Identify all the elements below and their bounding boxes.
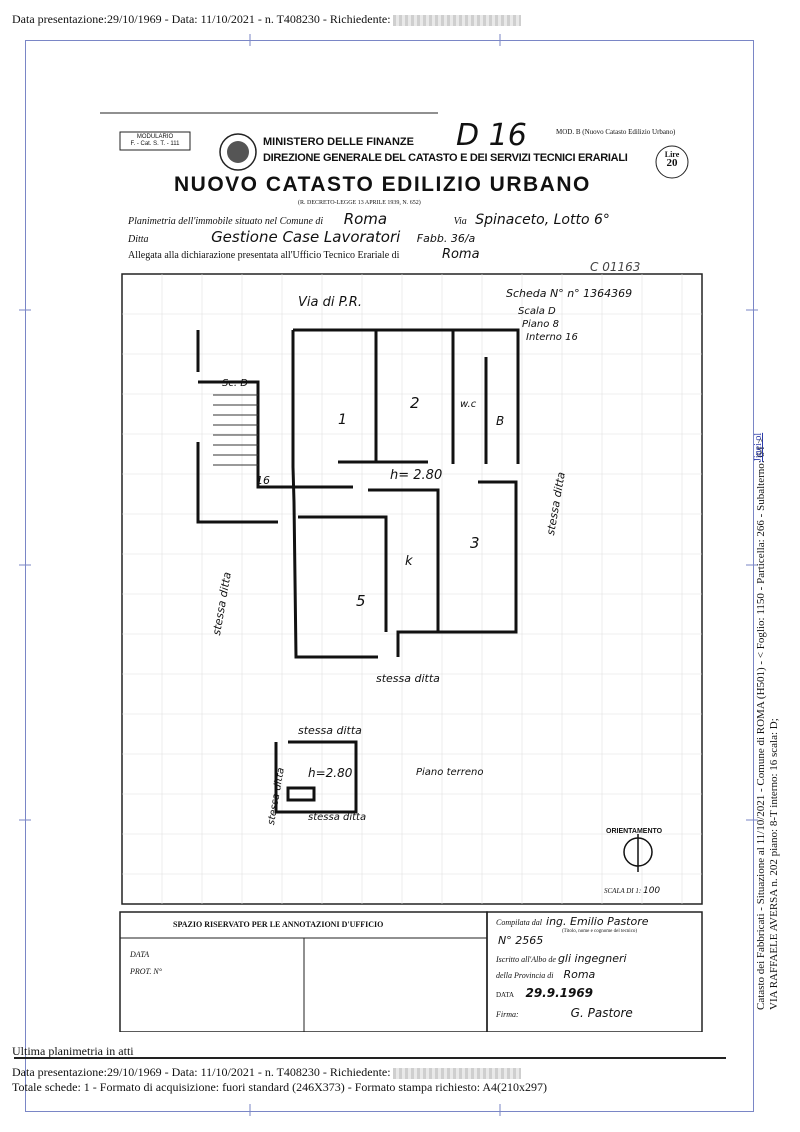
allegata-row: Allegata alla dichiarazione presentata a… <box>128 247 480 262</box>
stair-label: Sc. D <box>222 378 248 389</box>
redacted-requester <box>392 14 521 26</box>
room-wc: w.c <box>460 399 477 410</box>
decree-reference: (R. DECRETO-LEGGE 13 APRILE 1939, N. 652… <box>298 200 421 206</box>
planimetria-row: Planimetria dell'immobile situato nel Co… <box>128 210 610 228</box>
form-graphics <box>100 112 703 1032</box>
room-2: 2 <box>410 394 420 412</box>
title-hint: (Titolo, nome e cognome del tecnico) <box>562 929 638 934</box>
room-b: B <box>496 414 505 428</box>
side-info: Catasto dei Fabbricati - Situazione al 1… <box>755 437 780 1010</box>
redacted-requester-footer <box>392 1067 521 1079</box>
ceiling-height: h= 2.80 <box>390 468 443 483</box>
mod-b-label: MOD. B (Nuovo Catasto Edilizio Urbano) <box>556 128 676 136</box>
room-1: 1 <box>338 412 347 428</box>
handwritten-d16: D 16 <box>456 118 527 153</box>
orientation-label: ORIENTAMENTO <box>606 828 663 835</box>
scale-label: SCALA DI 1: 100 <box>604 886 661 896</box>
room-k: k <box>405 554 413 569</box>
header-top-line: Data presentazione:29/10/1969 - Data: 11… <box>12 12 521 27</box>
neighbour-top-small: stessa ditta <box>298 724 362 737</box>
office-prot-label: PROT. N° <box>130 967 162 976</box>
direction-name: DIREZIONE GENERALE DEL CATASTO E DEI SER… <box>263 152 628 164</box>
apartment-number: 16 <box>256 474 270 487</box>
office-annotations-title: SPAZIO RISERVATO PER LE ANNOTAZIONI D'UF… <box>173 920 384 929</box>
street-label: Via di P.R. <box>298 295 362 310</box>
form-title: NUOVO CATASTO EDILIZIO URBANO <box>174 173 591 196</box>
footer-line-1: Data presentazione:29/10/1969 - Data: 11… <box>12 1065 521 1080</box>
modulario-label: MODULARIO F. - Cat. S. T. - 111 <box>130 134 180 147</box>
signature-row: Firma: G. Pastore <box>496 1006 633 1020</box>
ceiling-height-ground: h=2.80 <box>308 766 353 780</box>
registration-number: N° 2565 <box>498 934 544 947</box>
page-frame <box>25 40 754 1112</box>
form-code: C 01163 <box>590 260 641 274</box>
last-plan-label: Ultima planimetria in atti <box>12 1044 134 1058</box>
scheda-number: Scheda N° n° 1364369 <box>506 287 633 300</box>
cadastral-form: MODULARIO F. - Cat. S. T. - 111 MINISTER… <box>98 112 710 1032</box>
footer-line-2: Totale schede: 1 - Formato di acquisizio… <box>12 1080 548 1094</box>
neighbour-bottom-small: stessa ditta <box>308 812 367 823</box>
provincia-row: della Provincia di Roma <box>496 968 596 981</box>
interno-note: Interno 16 <box>526 332 578 343</box>
ground-floor-label: Piano terreno <box>416 767 484 778</box>
office-date-label: DATA <box>130 950 150 959</box>
footer-rule <box>14 1057 726 1059</box>
iscritto-row: Iscritto all'Albo de gli ingegneri <box>496 952 627 965</box>
neighbour-bottom: stessa ditta <box>376 672 440 685</box>
compilata-row: Compilata dal ing. Emilio Pastore <box>496 915 649 928</box>
date-row: DATA 29.9.1969 <box>496 986 594 1000</box>
ditta-row: Ditta Gestione Case Lavoratori Fabb. 36/… <box>128 228 476 246</box>
ministry-name: MINISTERO DELLE FINANZE <box>263 136 414 148</box>
room-3: 3 <box>470 534 480 552</box>
scala-note: Scala D <box>518 306 556 317</box>
room-5: 5 <box>356 592 366 610</box>
revenue-stamp: Lire 20 <box>664 150 680 169</box>
side-link[interactable]: Jinei ol <box>753 432 764 462</box>
piano-note: Piano 8 <box>522 319 559 330</box>
